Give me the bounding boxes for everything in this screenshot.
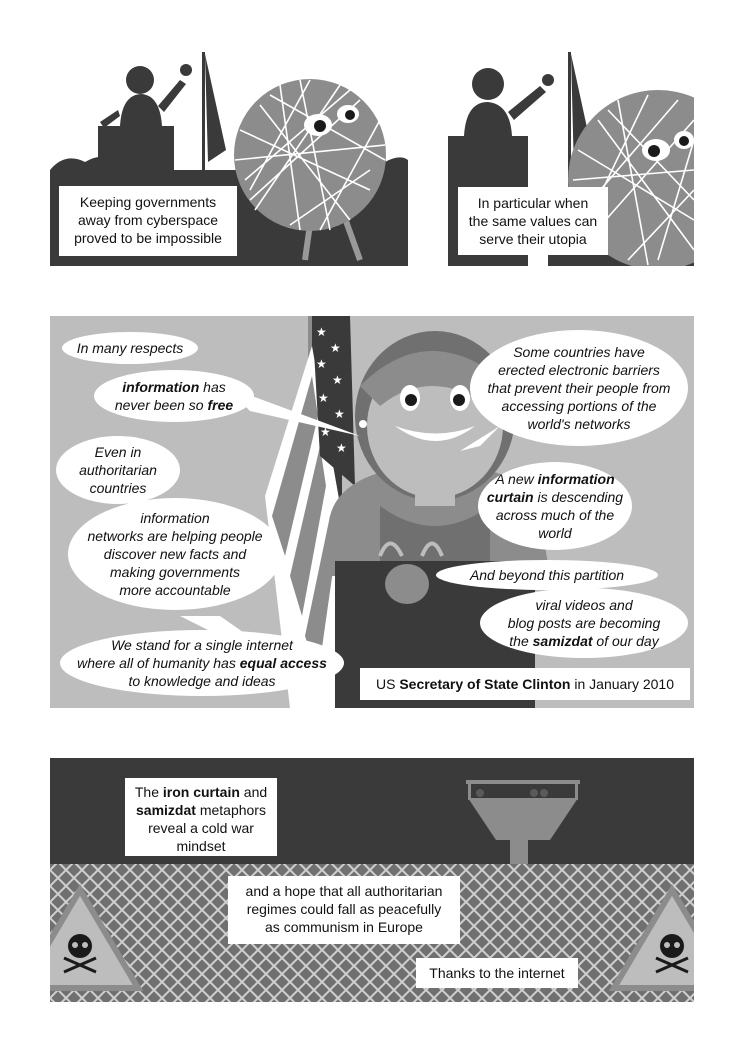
bubble-line: to knowledge and ideas — [128, 673, 276, 689]
caption-bold: iron curtain — [162, 784, 240, 800]
panel-4-caption-3: Thanks to the internet — [416, 958, 578, 988]
caption-line: mindset — [176, 838, 226, 854]
caption-span: and — [239, 784, 268, 800]
svg-text:★: ★ — [334, 407, 345, 421]
warning-sign-left — [50, 884, 144, 991]
speech-bubble-8: And beyond this partition — [436, 560, 658, 590]
bubble-text: information has never been so free — [115, 378, 233, 414]
bubble-text: And beyond this partition — [469, 567, 625, 583]
bubble-text: In many respects — [76, 340, 184, 356]
bubble-text: Even in authoritarian countries — [79, 443, 157, 497]
bubble-bold: equal access — [239, 655, 327, 671]
panel-1-caption: Keeping governments away from cyberspace… — [59, 186, 237, 256]
warning-sign-right — [608, 884, 694, 991]
comic-panel-1: Keeping governments away from cyberspace… — [50, 50, 408, 266]
caption-span: in January 2010 — [570, 676, 675, 692]
svg-text:★: ★ — [336, 441, 347, 455]
panel-4-caption-1: The iron curtain and samizdat metaphors … — [125, 778, 277, 856]
speech-bubble-1: In many respects — [62, 332, 198, 364]
bubble-line: that prevent their people from — [487, 380, 671, 396]
speech-bubble-5: We stand for a single internet where all … — [60, 630, 344, 696]
panel-4-caption-2: and a hope that all authoritarian regime… — [228, 876, 460, 944]
bubble-bold: samizdat — [532, 633, 593, 649]
caption-line: the same values can — [468, 213, 598, 229]
svg-text:★: ★ — [330, 341, 341, 355]
svg-text:★: ★ — [318, 391, 329, 405]
caption-line: proved to be impossible — [74, 230, 222, 246]
bubble-line: viral videos and — [535, 597, 633, 613]
watchtower — [466, 780, 580, 878]
bubble-span: of our day — [592, 633, 659, 649]
bubble-text: viral videos and blog posts are becoming t… — [508, 596, 661, 650]
bubble-text: Some countries have erected electronic ba… — [488, 343, 671, 433]
caption-line: reveal a cold war — [148, 820, 254, 836]
speech-bubble-6: Some countries have erected electronic ba… — [470, 330, 688, 446]
caption-span: metaphors — [195, 802, 266, 818]
caption-line: and a hope that all authoritarian — [245, 883, 443, 899]
svg-text:★: ★ — [316, 325, 327, 339]
bubble-line: Even in — [94, 444, 142, 460]
bubble-text: We stand for a single internet where all … — [77, 636, 327, 690]
bubble-bold: information — [122, 379, 200, 395]
caption-line: In particular when — [477, 195, 589, 211]
bubble-bold: curtain — [486, 489, 534, 505]
bubble-line: across much of the — [495, 507, 615, 523]
bubble-line: world — [538, 525, 572, 541]
caption-bold: samizdat — [136, 802, 196, 818]
speech-bubble-4: information networks are helping people di… — [68, 498, 282, 610]
panel-3-caption: US Secretary of State Clinton in January… — [360, 668, 690, 700]
bubble-line: more accountable — [119, 582, 231, 598]
bubble-line: information — [140, 510, 210, 526]
bubble-line: authoritarian — [79, 462, 157, 478]
bubble-span: never been so — [114, 397, 208, 413]
bubble-line: discover new facts and — [103, 546, 247, 562]
speech-bubble-9: viral videos and blog posts are becoming t… — [480, 588, 688, 658]
bubble-bold: information — [537, 471, 615, 487]
caption-line: regimes could fall as peacefully — [246, 901, 442, 917]
bubble-line: world's networks — [527, 416, 631, 432]
bubble-span: has — [199, 379, 226, 395]
bubble-line: networks are helping people — [87, 528, 263, 544]
bubble-line: making governments — [110, 564, 240, 580]
speech-bubble-3: Even in authoritarian countries — [56, 436, 180, 504]
svg-text:★: ★ — [316, 357, 327, 371]
bubble-line: where all of humanity has — [77, 655, 240, 671]
caption-line: as communism in Europe — [265, 919, 423, 935]
bubble-span: is descending — [533, 489, 624, 505]
comic-panel-4: The iron curtain and samizdat metaphors … — [50, 758, 694, 1002]
bubble-line: erected electronic barriers — [498, 362, 660, 378]
svg-text:★: ★ — [332, 373, 343, 387]
caption-span: US — [375, 676, 400, 692]
bubble-line: accessing portions of the — [501, 398, 657, 414]
bubble-span: the — [509, 633, 533, 649]
comic-panel-3: ★★ ★★ ★★ ★★ — [50, 316, 694, 708]
comic-panel-2: In particular when the same values can s… — [448, 50, 694, 266]
panel-2-caption: In particular when the same values can s… — [458, 187, 608, 255]
caption-line: away from cyberspace — [77, 212, 219, 228]
caption-line: serve their utopia — [479, 231, 587, 247]
bubble-text: information networks are helping people di… — [87, 509, 262, 599]
bubble-line: Some countries have — [513, 344, 645, 360]
caption-line: Thanks to the internet — [429, 965, 565, 981]
caption-span: The — [134, 784, 163, 800]
bubble-line: countries — [89, 480, 147, 496]
caption-line: Keeping governments — [79, 194, 217, 210]
bubble-span: A new — [495, 471, 538, 487]
bubble-line: We stand for a single internet — [111, 637, 293, 653]
caption-bold: Secretary of State Clinton — [399, 676, 571, 692]
speech-bubble-2: information has never been so free — [94, 370, 254, 422]
svg-text:★: ★ — [320, 425, 331, 439]
bubble-line: blog posts are becoming — [507, 615, 661, 631]
bubble-bold: free — [207, 397, 234, 413]
